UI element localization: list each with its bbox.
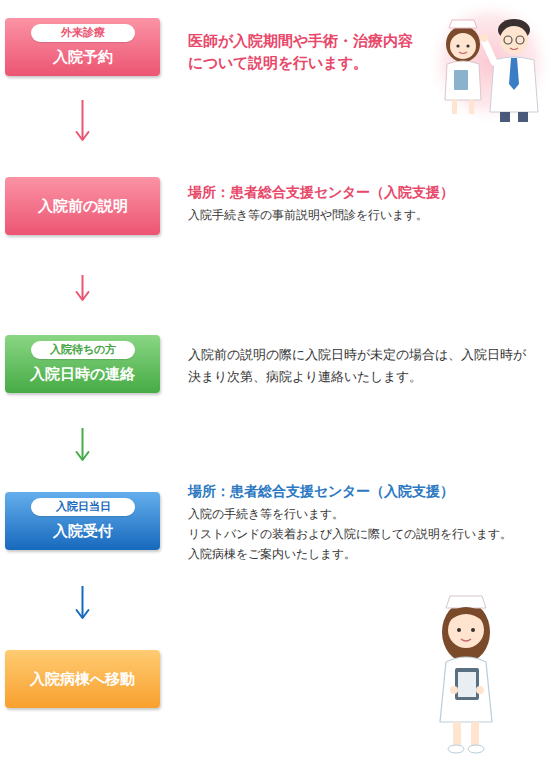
flow-arrow	[77, 428, 89, 460]
nurse-leg	[453, 722, 461, 746]
nurse-shoe	[468, 745, 484, 753]
nurse-eye	[456, 44, 459, 47]
arrow-shaft	[82, 586, 84, 618]
stage-tag: 外来診療	[31, 24, 135, 42]
nurse-cap	[446, 596, 486, 608]
step-heading: 場所：患者総合支援センター（入院支援）	[188, 182, 528, 202]
box-title: 入院病棟へ移動	[30, 670, 135, 689]
flow-arrow	[77, 586, 89, 618]
doctor-mouth	[510, 48, 518, 50]
tag-text: 入院待ちの方	[31, 341, 135, 359]
step-note: 入院手続き等の事前説明や問診を行います。	[188, 206, 528, 224]
process-box: 入院受付入院日当日	[5, 492, 160, 550]
doctor-hand	[480, 34, 488, 42]
flow-arrow	[77, 100, 89, 140]
doctor-leg	[500, 112, 510, 122]
arrow-shaft	[82, 100, 84, 140]
doctor-coat	[490, 57, 538, 112]
process-box: 入院前の説明	[5, 177, 160, 235]
arrow-head	[77, 452, 89, 460]
nurse-eye	[457, 628, 461, 632]
nurse-dress	[445, 61, 481, 100]
nurse-mouth	[459, 52, 467, 54]
nurse-shoe	[448, 745, 464, 753]
box-title: 入院受付	[53, 522, 113, 541]
arrow-shaft	[82, 275, 84, 300]
box-title: 入院予約	[53, 48, 113, 67]
step-note: リストバンドの装着および入院に際しての説明を行います。	[188, 525, 528, 543]
arrow-head	[77, 292, 89, 300]
step-note: 入院の手続き等を行います。	[188, 505, 528, 523]
box-title: 入院日時の連絡	[30, 365, 135, 384]
process-box: 入院日時の連絡入院待ちの方	[5, 335, 160, 393]
doctor-leg	[518, 112, 528, 122]
nurse-hair	[446, 26, 480, 62]
nurse-dress	[440, 657, 492, 722]
nurse-hand	[450, 686, 458, 694]
nurse-hand	[476, 686, 484, 694]
box-title: 入院前の説明	[38, 197, 128, 216]
nurse-face	[450, 33, 476, 59]
arrow-head	[77, 610, 89, 618]
doctor-arm	[484, 40, 494, 62]
doctor-glasses	[504, 36, 512, 44]
nurse-eye	[471, 628, 475, 632]
nurse-paper	[458, 672, 476, 697]
step-note: 入院前の説明の際に入院日時が未定の場合は、入院日時が決まり次第、病院より連絡いた…	[188, 344, 528, 388]
nurse-leg	[469, 100, 474, 114]
tag-text: 入院日当日	[31, 498, 135, 516]
process-box: 入院予約外来診療	[5, 18, 160, 76]
flow-arrow	[77, 275, 89, 300]
stage-tag: 入院待ちの方	[31, 341, 135, 359]
nurse-clipboard	[455, 668, 479, 700]
arrow-shaft	[82, 428, 84, 460]
pink-glow	[426, 0, 554, 126]
doctor-face	[500, 26, 528, 54]
nurse-leg	[471, 722, 479, 746]
step-heading: 場所：患者総合支援センター（入院支援）	[188, 481, 528, 501]
step-heading: 医師が入院期間や手術・治療内容について説明を行います。	[188, 30, 420, 74]
nurse-mouth	[461, 639, 471, 641]
nurse-cap	[449, 20, 477, 28]
nurse-bangs	[448, 607, 484, 622]
nurse-hair	[442, 602, 490, 662]
stage-tag: 入院日当日	[31, 498, 135, 516]
process-box: 入院病棟へ移動	[5, 650, 160, 708]
nurse-leg	[452, 100, 457, 114]
doctor-tie	[509, 58, 519, 90]
step-note: 入院病棟をご案内いたします。	[188, 545, 528, 563]
doctor-glasses	[516, 36, 524, 44]
nurse-clipboard	[454, 70, 468, 90]
nurse-eye	[466, 44, 469, 47]
arrow-head	[77, 132, 89, 140]
tag-text: 外来診療	[31, 24, 135, 42]
